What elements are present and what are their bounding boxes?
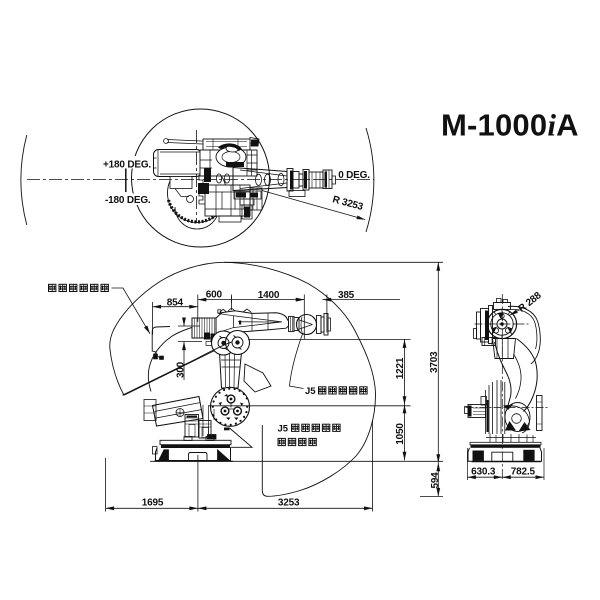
svg-text:+180 DEG.: +180 DEG.: [103, 159, 151, 170]
svg-text:854: 854: [167, 297, 184, 308]
svg-text:J5: J5: [278, 424, 289, 435]
svg-text:3253: 3253: [278, 498, 300, 509]
svg-text:M-1000iA: M-1000iA: [441, 108, 579, 143]
svg-text:1695: 1695: [142, 498, 164, 509]
svg-text:600: 600: [206, 290, 223, 301]
svg-text:385: 385: [338, 290, 355, 301]
svg-text:3703: 3703: [429, 351, 440, 373]
svg-text:1221: 1221: [395, 357, 406, 379]
svg-text:300: 300: [176, 361, 187, 378]
svg-text:630.3: 630.3: [471, 467, 496, 478]
svg-text:1400: 1400: [258, 290, 280, 301]
svg-text:J5: J5: [305, 386, 316, 397]
svg-text:-180 DEG.: -180 DEG.: [105, 195, 151, 206]
svg-text:782.5: 782.5: [511, 467, 536, 478]
svg-text:0 DEG.: 0 DEG.: [338, 170, 370, 181]
svg-text:594: 594: [430, 472, 441, 489]
svg-text:R 3253: R 3253: [331, 194, 364, 213]
svg-text:1050: 1050: [395, 423, 406, 445]
